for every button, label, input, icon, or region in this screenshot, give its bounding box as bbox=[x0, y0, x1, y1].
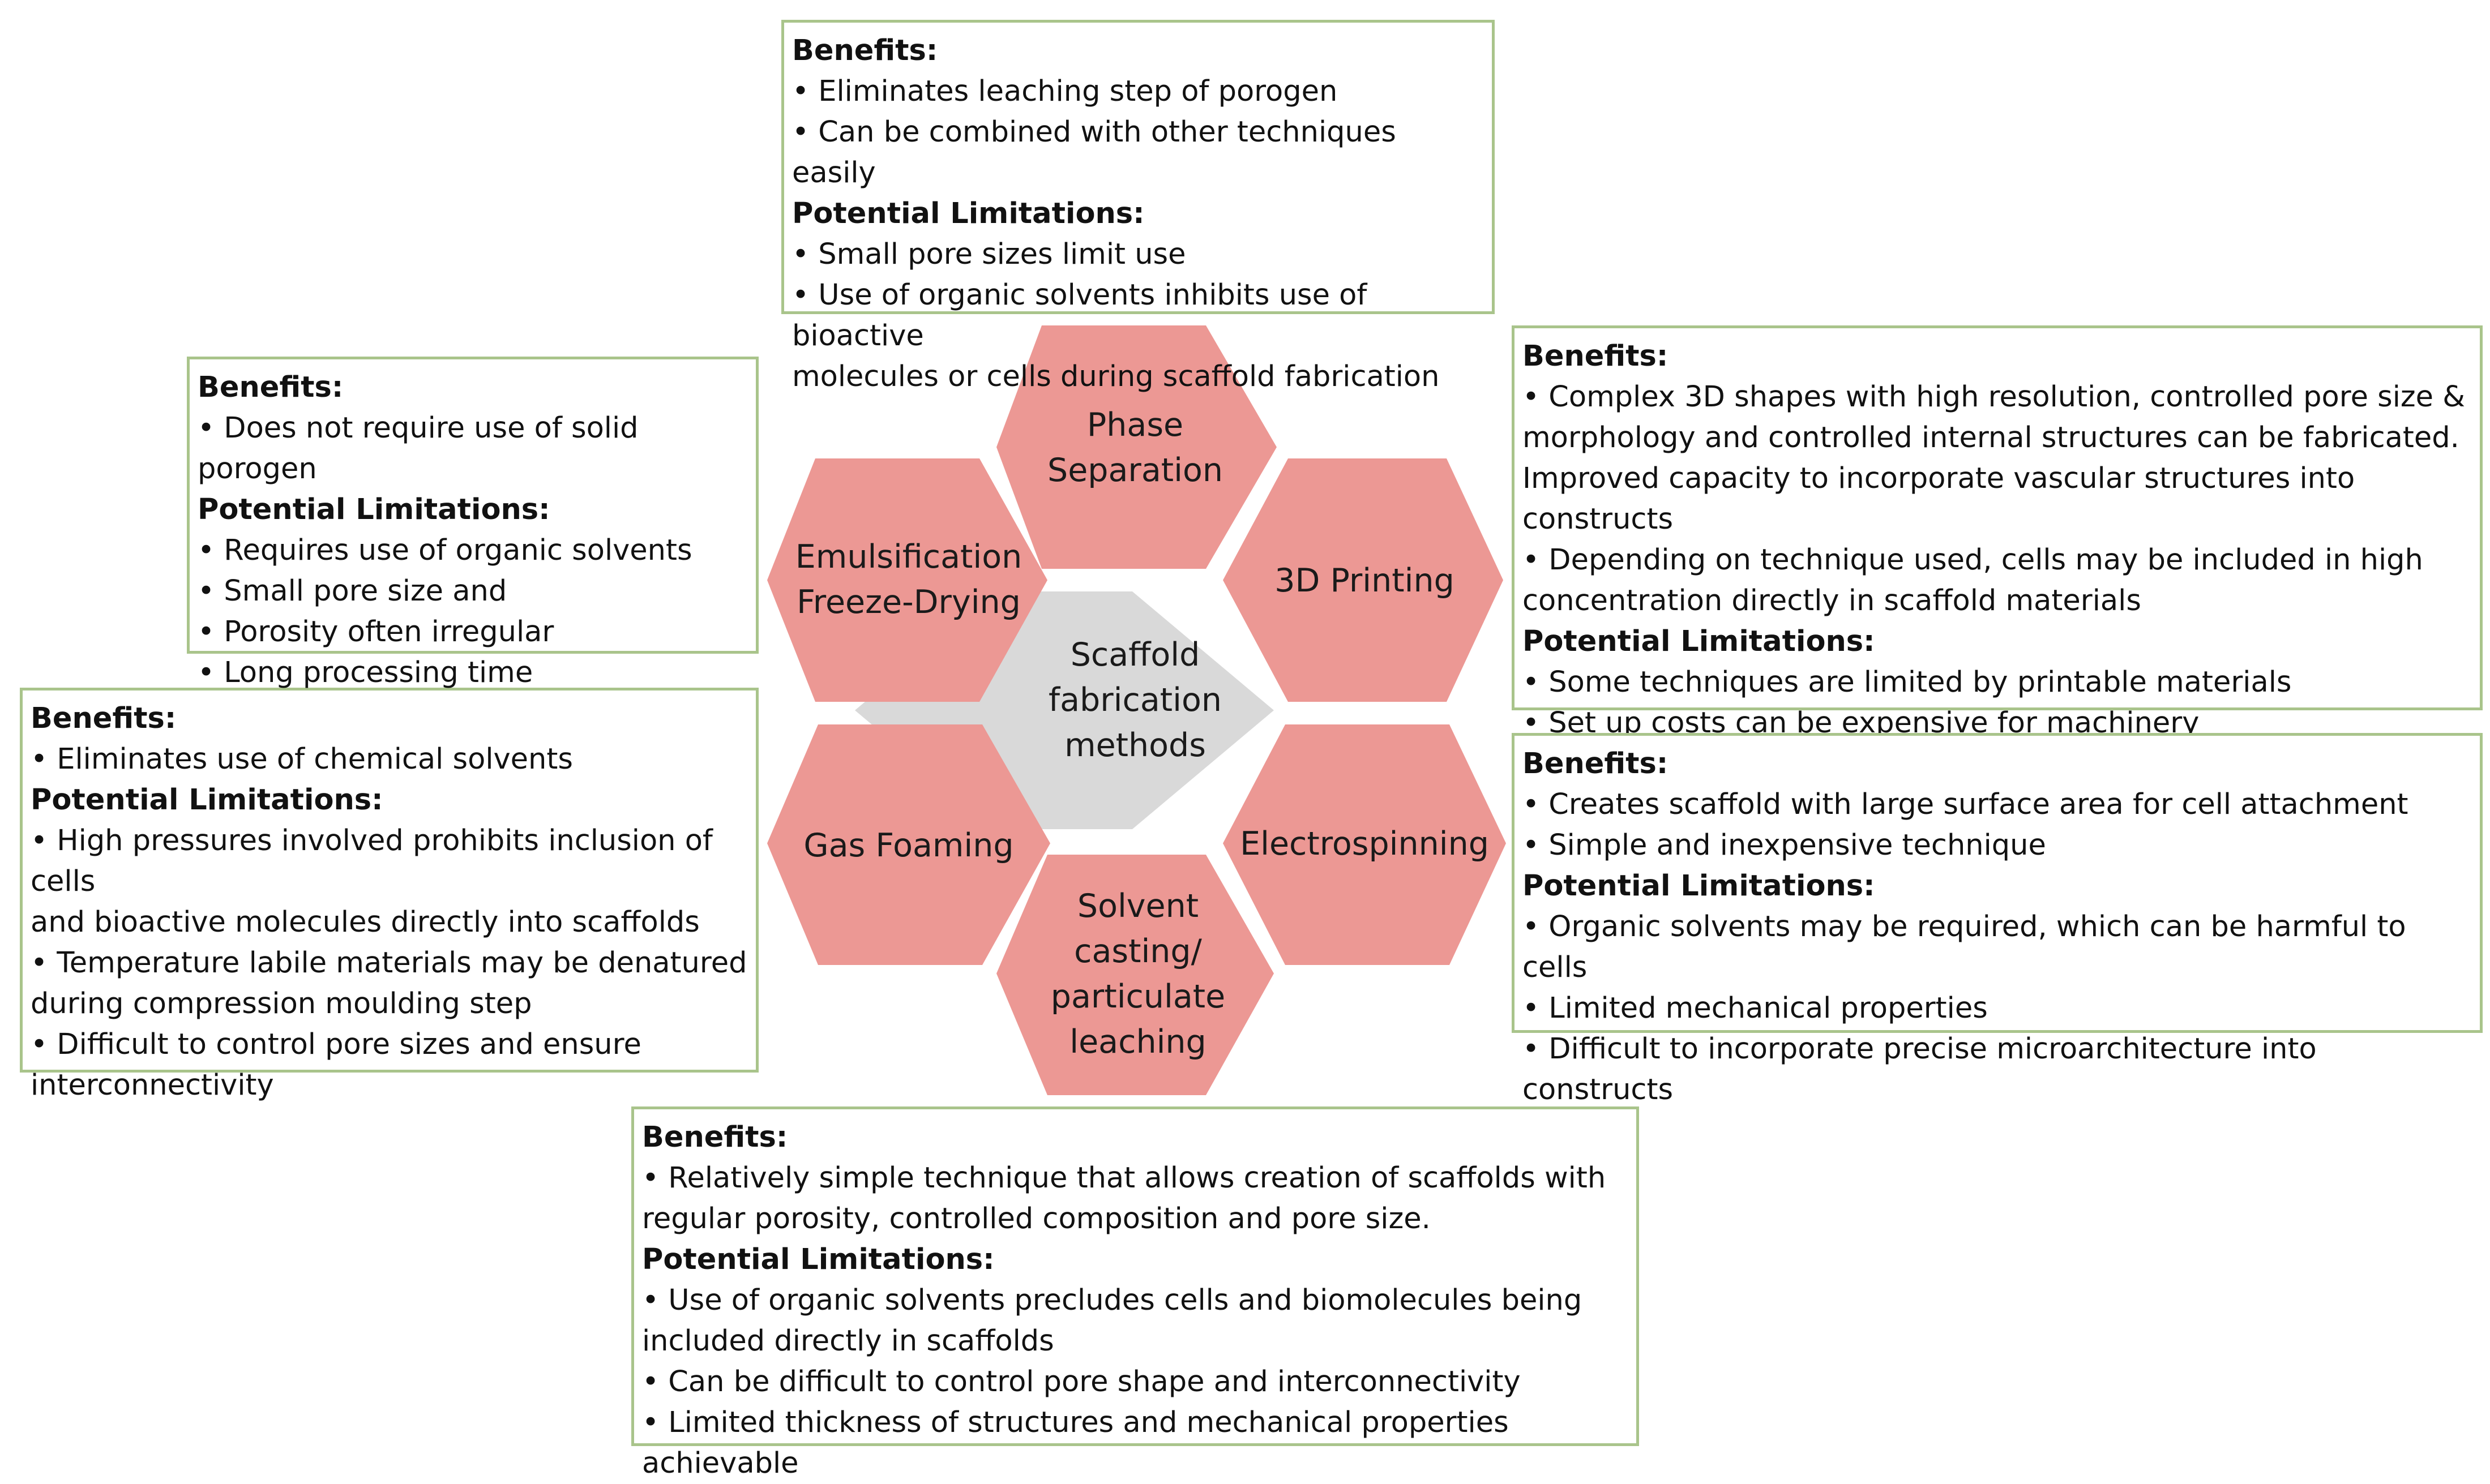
benefit-item: • Eliminates use of chemical solvents bbox=[31, 743, 573, 776]
limitation-item: • Use of organic solvents inhibits use o… bbox=[792, 278, 1367, 353]
hexagon-electrospinning-label: Electrospinning bbox=[1240, 825, 1489, 863]
benefit-item: regular porosity, controlled composition… bbox=[642, 1202, 1431, 1236]
benefit-item: • Does not require use of solid porogen bbox=[198, 411, 639, 486]
limitations-heading: Potential Limitations: bbox=[1522, 625, 1875, 658]
limitations-heading: Potential Limitations: bbox=[792, 197, 1145, 230]
hexagon-electrospinning-shape bbox=[1223, 724, 1506, 965]
limitation-item: • Use of organic solvents precludes cell… bbox=[642, 1284, 1582, 1317]
limitation-item: • Requires use of organic solvents bbox=[198, 534, 692, 567]
limitation-item: • Limited mechanical properties bbox=[1522, 992, 1988, 1025]
benefit-item: morphology and controlled internal struc… bbox=[1522, 421, 2459, 454]
limitation-item: • High pressures involved prohibits incl… bbox=[31, 824, 713, 898]
limitation-item: interconnectivity bbox=[31, 1069, 274, 1102]
benefit-item: • Creates scaffold with large surface ar… bbox=[1522, 788, 2408, 821]
hexagon-solvent-casting-shape bbox=[996, 855, 1274, 1095]
center-label-line: fabrication bbox=[1049, 681, 1222, 719]
3d-printing-info-box: Benefits: • Complex 3D shapes with high … bbox=[1512, 325, 2483, 740]
electrospinning-info-box: Benefits: • Creates scaffold with large … bbox=[1512, 733, 2483, 1106]
phase-separation-info-box: Benefits: • Eliminates leaching step of … bbox=[781, 20, 1495, 393]
limitation-item: and bioactive molecules directly into sc… bbox=[31, 906, 700, 939]
benefit-item: • Eliminates leaching step of porogen bbox=[792, 75, 1338, 108]
limitation-item: • Limited thickness of structures and me… bbox=[642, 1406, 1509, 1480]
benefits-heading: Benefits: bbox=[1522, 340, 1668, 373]
limitations-heading: Potential Limitations: bbox=[198, 493, 550, 526]
limitation-item: • Temperature labile materials may be de… bbox=[31, 946, 747, 980]
solvent-casting-info-box: Benefits: • Relatively simple technique … bbox=[631, 1106, 1639, 1480]
limitation-item: • Small pore sizes limit use bbox=[792, 238, 1186, 271]
benefit-item: • Can be combined with other techniques … bbox=[792, 115, 1396, 190]
hexagon-gas-foaming-label: Gas Foaming bbox=[803, 827, 1013, 864]
limitation-item: • Some techniques are limited by printab… bbox=[1522, 666, 2292, 699]
benefits-heading: Benefits: bbox=[1522, 747, 1668, 780]
hexagon-emulsification-shape bbox=[767, 458, 1047, 702]
limitation-item: • Small pore size and bbox=[198, 574, 507, 608]
center-hexagon-label: Scaffold fabrication methods bbox=[1049, 636, 1222, 764]
emulsification-info-box: Benefits: • Does not require use of soli… bbox=[187, 357, 759, 689]
limitation-item: molecules or cells during scaffold fabri… bbox=[792, 360, 1440, 393]
benefit-item: • Relatively simple technique that allow… bbox=[642, 1161, 1606, 1195]
limitation-item: • Long processing time bbox=[198, 656, 533, 689]
limitations-heading: Potential Limitations: bbox=[31, 783, 383, 817]
limitations-heading: Potential Limitations: bbox=[1522, 869, 1875, 903]
benefits-heading: Benefits: bbox=[642, 1121, 788, 1154]
benefit-item: Improved capacity to incorporate vascula… bbox=[1522, 462, 2355, 536]
benefits-heading: Benefits: bbox=[198, 371, 344, 404]
benefit-item: concentration directly in scaffold mater… bbox=[1522, 584, 2141, 617]
center-label-line: methods bbox=[1064, 727, 1206, 764]
hexagon-3d-printing-shape bbox=[1223, 458, 1503, 702]
hexagon-phase-separation-shape bbox=[996, 325, 1277, 569]
benefits-heading: Benefits: bbox=[792, 34, 938, 67]
hexagon-gas-foaming: Gas Foaming bbox=[767, 724, 1050, 965]
benefit-item: • Complex 3D shapes with high resolution… bbox=[1522, 380, 2466, 414]
hexagon-3d-printing-label: 3D Printing bbox=[1274, 562, 1454, 599]
hexagon-gas-foaming-shape bbox=[767, 724, 1050, 965]
benefits-heading: Benefits: bbox=[31, 702, 177, 735]
limitation-item: during compression moulding step bbox=[31, 987, 532, 1020]
benefit-item: • Depending on technique used, cells may… bbox=[1522, 543, 2423, 577]
limitation-item: • Can be difficult to control pore shape… bbox=[642, 1365, 1521, 1399]
limitations-heading: Potential Limitations: bbox=[642, 1243, 995, 1276]
limitation-item: • Difficult to control pore sizes and en… bbox=[31, 1028, 641, 1061]
center-label-line: Scaffold bbox=[1071, 636, 1200, 674]
limitation-item: • Organic solvents may be required, whic… bbox=[1522, 910, 2406, 984]
limitation-item: included directly in scaffolds bbox=[642, 1324, 1054, 1358]
limitation-item: • Difficult to incorporate precise micro… bbox=[1522, 1032, 2317, 1106]
hexagon-electrospinning: Electrospinning bbox=[1223, 724, 1506, 965]
gas-foaming-info-box: Benefits: • Eliminates use of chemical s… bbox=[20, 688, 759, 1102]
limitation-item: • Porosity often irregular bbox=[198, 615, 554, 649]
benefit-item: • Simple and inexpensive technique bbox=[1522, 829, 2046, 862]
hexagon-3d-printing: 3D Printing bbox=[1223, 458, 1503, 702]
